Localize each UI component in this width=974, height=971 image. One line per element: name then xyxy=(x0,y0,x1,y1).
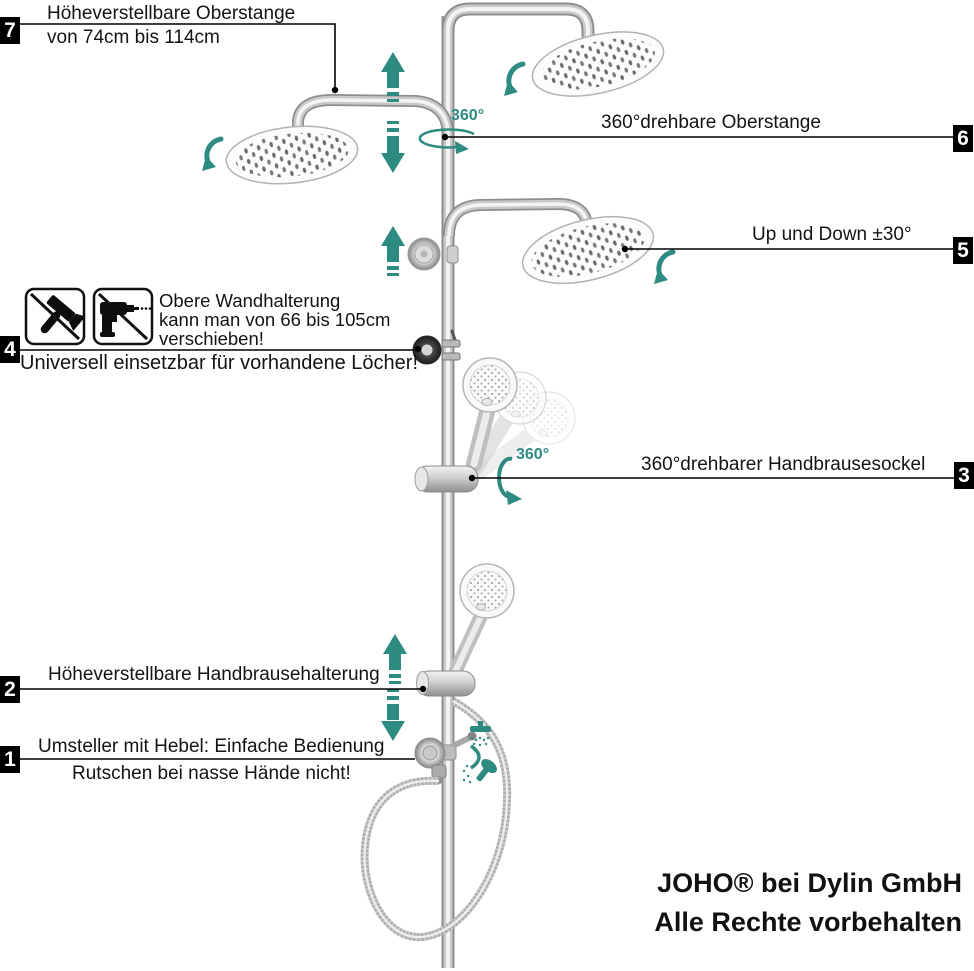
callout-line-7 xyxy=(20,23,336,88)
label-7-line-2: von 74cm bis 114cm xyxy=(47,27,220,48)
label-5: Up und Down ±30° xyxy=(752,224,912,245)
height-arrows-top xyxy=(381,52,405,173)
shower-hose xyxy=(360,697,512,942)
badge-5: 5 xyxy=(953,237,973,264)
no-drill-icon xyxy=(92,287,154,346)
label-4-note-1: Obere Wandhalterung xyxy=(159,290,341,311)
badge-2: 2 xyxy=(0,676,20,703)
callout-dots xyxy=(331,86,629,693)
badge-3: 3 xyxy=(954,462,974,489)
slider-holder xyxy=(416,670,476,697)
no-hammer-icon xyxy=(24,287,86,346)
badge-4: 4 xyxy=(0,336,20,363)
label-4-note-3: verschieben! xyxy=(159,328,264,349)
rotation-arrow-socket-icon xyxy=(497,456,522,505)
swivel-arrow-top-head xyxy=(504,61,526,96)
diverter-toggle-icon xyxy=(462,721,497,784)
rain-head-top-right xyxy=(531,31,665,97)
rotation-arrow-top-icon xyxy=(418,128,475,154)
diverter xyxy=(414,731,477,784)
badge-6: 6 xyxy=(953,125,973,152)
label-1-line-2: Rutschen bei nasse Hände nicht! xyxy=(72,763,351,784)
height-arrows-holder xyxy=(381,634,407,741)
label-3: 360°drehbarer Handbrausesockel xyxy=(641,454,926,475)
label-6: 360°drehbare Oberstange xyxy=(601,112,821,133)
rotation-label-top: 360° xyxy=(451,107,485,124)
swivel-arrow-right-head xyxy=(654,249,676,284)
rotation-label-socket: 360° xyxy=(516,446,550,463)
footer-rights-line: Alle Rechte vorbehalten xyxy=(654,907,962,937)
hand-shower-fan xyxy=(462,357,576,480)
height-arrow-bracket xyxy=(381,226,405,276)
wall-bracket-upper xyxy=(407,237,459,271)
rain-head-right xyxy=(521,215,655,285)
rain-head-left xyxy=(225,125,359,185)
arrow-down-icon xyxy=(381,153,405,173)
arrow-up-icon xyxy=(381,52,405,72)
label-4: Universell einsetzbar für vorhandene Löc… xyxy=(20,352,418,374)
label-4-note-2: kann man von 66 bis 105cm xyxy=(159,309,391,330)
label-1-line-1: Umsteller mit Hebel: Einfache Bedienung xyxy=(38,736,385,757)
label-2: Höheverstellbare Handbrausehalterung xyxy=(48,664,380,685)
arrow-down-icon xyxy=(381,721,405,741)
footer-brand-line: JOHO® bei Dylin GmbH xyxy=(657,868,962,898)
hand-shower-socket xyxy=(414,465,479,493)
callout-lines xyxy=(18,23,954,760)
hand-shower-upper xyxy=(462,357,518,472)
wall-bracket-lower xyxy=(412,329,461,365)
badge-1: 1 xyxy=(0,746,20,773)
hand-shower-lower xyxy=(449,563,515,677)
swivel-arrow-left-head xyxy=(202,136,224,171)
arrow-up-icon xyxy=(381,226,405,246)
arrow-up-icon xyxy=(383,634,407,654)
badge-7: 7 xyxy=(0,17,20,44)
label-7-line-1: Höheverstellbare Oberstange xyxy=(47,3,296,24)
